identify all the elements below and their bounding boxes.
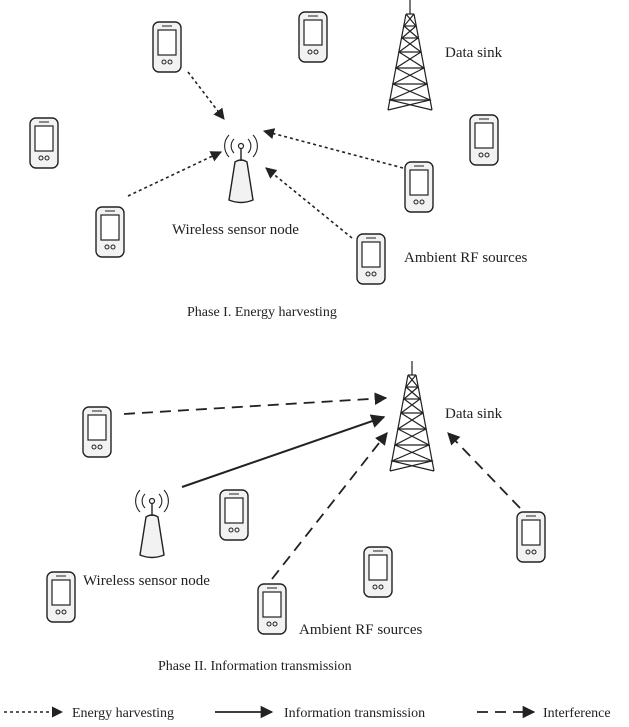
phase1-data-sink-label: Data sink <box>445 45 503 61</box>
legend: Energy harvesting Information transmissi… <box>4 705 611 721</box>
mobile-device-icon <box>404 161 434 213</box>
mobile-device-icon <box>469 114 499 166</box>
phase2-data-sink-label: Data sink <box>445 406 503 422</box>
mobile-device-icon <box>82 406 112 458</box>
phase2-rf-sources-label: Ambient RF sources <box>299 622 422 638</box>
mobile-device-icon <box>46 571 76 623</box>
mobile-device-icon <box>516 511 546 563</box>
mobile-device-icon <box>219 489 249 541</box>
mobile-device-icon <box>29 117 59 169</box>
mobile-device-icon <box>356 233 386 285</box>
phase1-rf-sources-label: Ambient RF sources <box>404 250 527 266</box>
energy-arrow <box>265 167 353 239</box>
data-sink-tower-icon <box>389 360 435 472</box>
sensor-node-icon <box>223 134 259 204</box>
phase2-caption: Phase II. Information transmission <box>158 659 352 674</box>
legend-information-label: Information transmission <box>284 706 425 721</box>
interference-arrow <box>447 432 521 509</box>
mobile-device-icon <box>363 546 393 598</box>
energy-arrow <box>187 71 225 120</box>
data-sink-tower-icon <box>387 0 433 111</box>
energy-harvesting-arrows <box>127 71 404 239</box>
mobile-device-icon <box>257 583 287 635</box>
legend-interference-label: Interference <box>543 706 611 721</box>
phase1-caption: Phase I. Energy harvesting <box>187 305 337 320</box>
mobile-device-icon <box>95 206 125 258</box>
legend-energy-label: Energy harvesting <box>72 706 174 721</box>
mobile-device-icon <box>152 21 182 73</box>
phase1-group: Data sink Wireless sensor node Ambient R… <box>29 0 527 320</box>
interference-arrows <box>123 392 521 580</box>
mobile-device-icon <box>298 11 328 63</box>
phase1-sensor-node-label: Wireless sensor node <box>172 222 299 238</box>
phase2-group: Data sink Wireless sensor node Ambient R… <box>46 360 546 674</box>
interference-arrow <box>271 432 388 580</box>
sensor-node-icon <box>134 489 170 559</box>
information-transmission-arrow <box>181 414 386 488</box>
interference-arrow <box>123 392 388 415</box>
energy-arrow <box>127 151 223 197</box>
energy-arrow <box>262 128 404 169</box>
phase2-sensor-node-label: Wireless sensor node <box>83 573 210 589</box>
